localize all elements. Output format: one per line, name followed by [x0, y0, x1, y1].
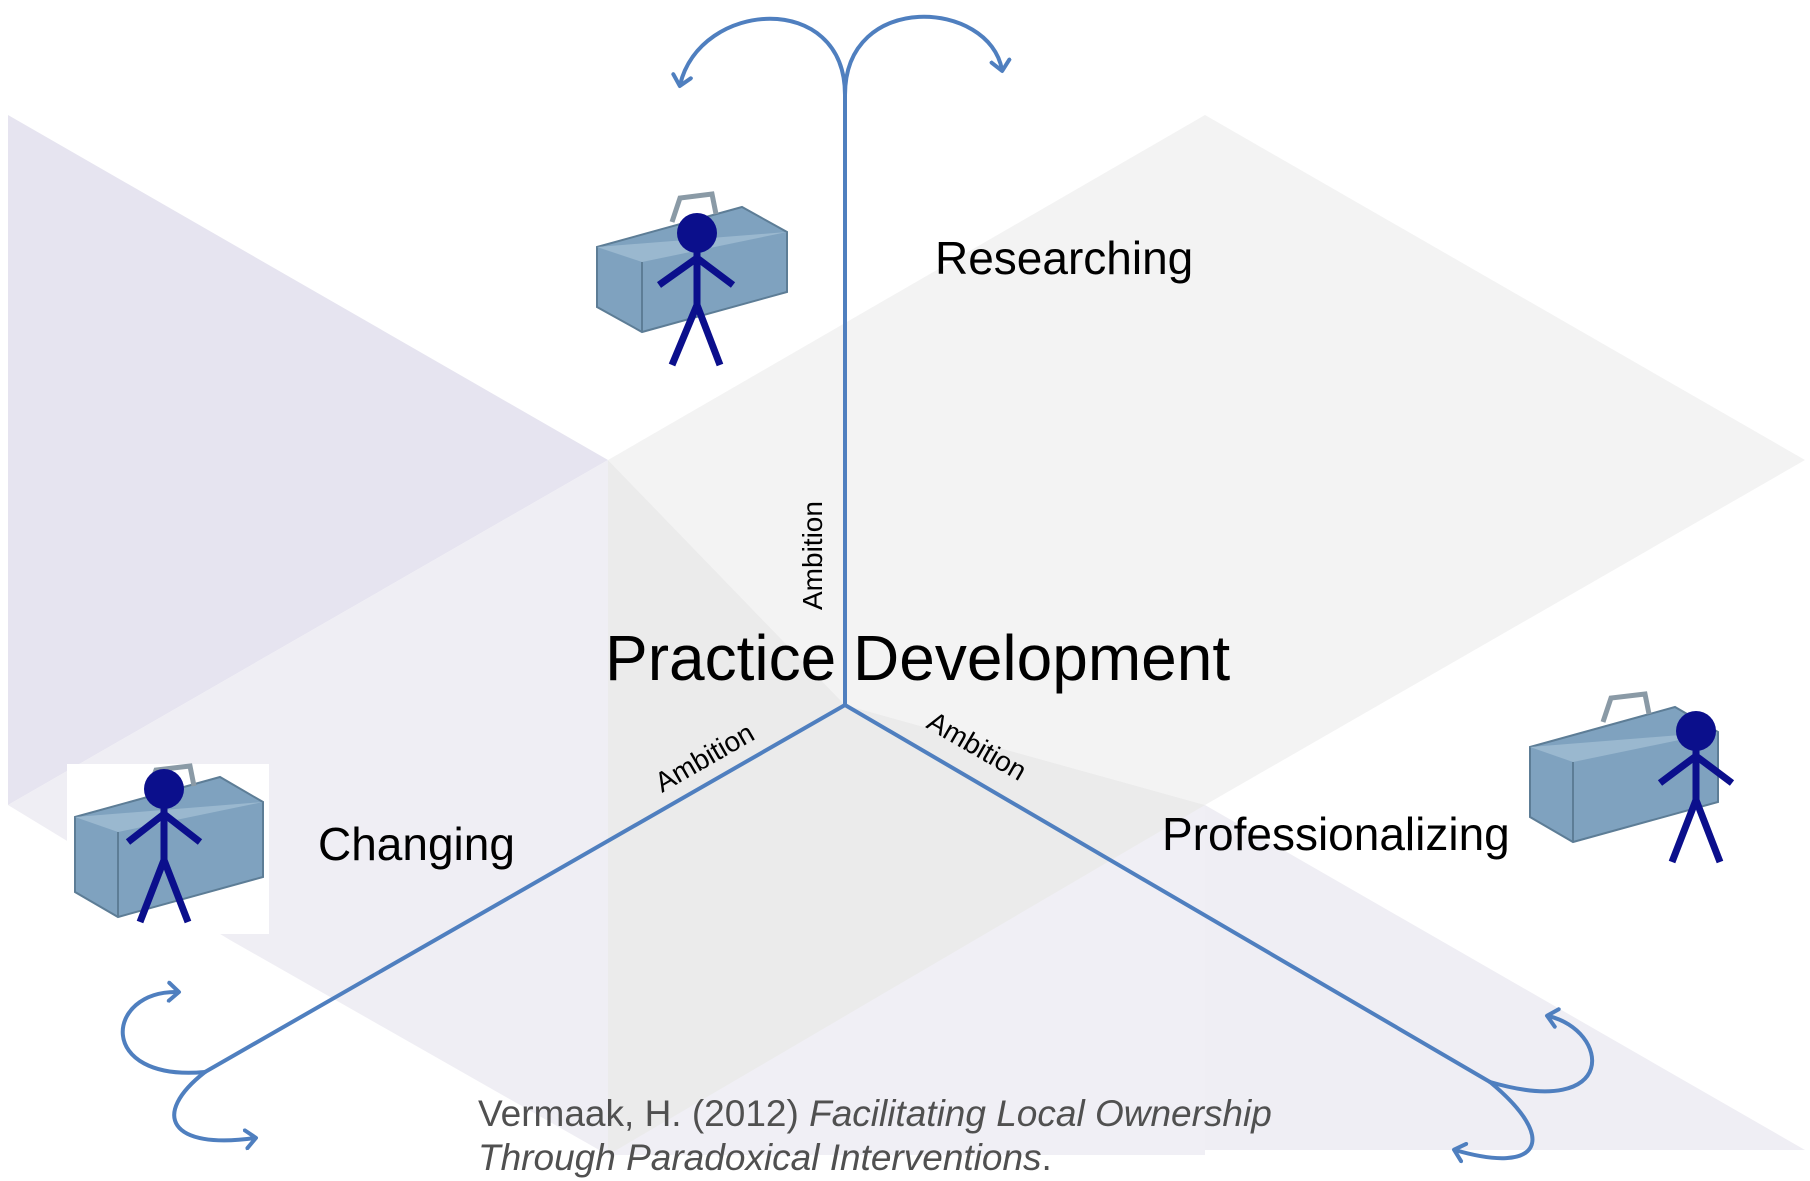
axis-label-vertical: Ambition — [797, 501, 828, 610]
curl-bottom-right-lower — [1452, 1080, 1535, 1164]
citation-title-line1: Facilitating Local Ownership — [809, 1093, 1272, 1134]
toolbox-figure-professionalizing — [1529, 691, 1735, 864]
title-development: Development — [853, 622, 1230, 694]
curl-top-right — [843, 14, 1012, 97]
label-professionalizing: Professionalizing — [1162, 808, 1510, 860]
person-icon — [125, 769, 203, 924]
panel-left-lower — [8, 460, 608, 1155]
axis-left — [203, 703, 847, 1074]
person-icon — [656, 213, 736, 367]
background-panels — [8, 115, 1805, 1155]
panel-left-lavender — [8, 115, 608, 805]
citation-title-line2: Through Paradoxical Interventions — [478, 1137, 1042, 1178]
label-changing: Changing — [318, 818, 515, 870]
axes — [120, 14, 1595, 1164]
panel-bottom-lavender — [608, 805, 1205, 1155]
curl-top-left — [671, 16, 847, 97]
panel-top-right — [608, 115, 1805, 805]
toolbox-icon — [74, 763, 264, 919]
label-researching: Researching — [935, 232, 1193, 284]
person-icon — [1657, 711, 1735, 864]
curl-bottom-right-upper — [1488, 1007, 1595, 1094]
title-practice: Practice — [605, 622, 836, 694]
toolbox-figure-researching — [596, 191, 788, 367]
axis-right — [843, 703, 1492, 1084]
curl-bottom-left-lower — [172, 1070, 258, 1151]
curl-bottom-left-upper — [120, 980, 207, 1075]
citation-author: Vermaak, H. (2012) — [478, 1093, 810, 1134]
panel-right-lower — [1205, 805, 1805, 1150]
citation-end: . — [1041, 1137, 1052, 1178]
toolbox-figure-changing — [67, 763, 269, 934]
citation: Vermaak, H. (2012) Facilitating Local Ow… — [478, 1092, 1478, 1180]
toolbox-icon — [1529, 691, 1719, 844]
